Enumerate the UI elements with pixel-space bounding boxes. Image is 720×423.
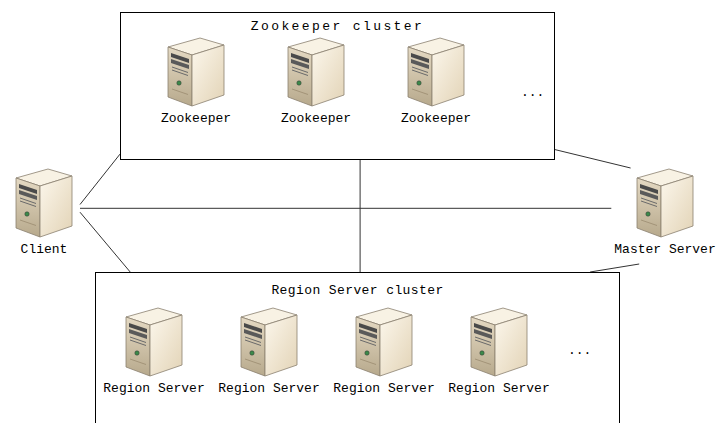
region-server: Region Server xyxy=(443,307,555,403)
server-icon xyxy=(469,307,529,377)
server-label: Region Server xyxy=(213,381,325,397)
server-label: Client xyxy=(8,242,80,258)
network-link xyxy=(590,264,639,272)
network-link xyxy=(80,154,120,204)
ellipsis-label: ... xyxy=(521,85,544,101)
server-label: Zookeeper xyxy=(271,111,361,127)
server-icon xyxy=(166,37,226,107)
ellipsis-label: ... xyxy=(568,343,591,359)
region-server-cluster: Region Server clusterRegion ServerRegion… xyxy=(95,272,620,423)
server-icon xyxy=(124,307,184,377)
server-label: Zookeeper xyxy=(151,111,241,127)
zookeeper-server: Zookeeper xyxy=(271,37,361,133)
server-label: Zookeeper xyxy=(391,111,481,127)
server-label: Region Server xyxy=(98,381,210,397)
zookeeper-cluster: Zookeeper clusterZookeeper Zookeeper Zooke… xyxy=(120,12,555,160)
network-link xyxy=(80,208,611,209)
cluster-heading: Region Server cluster xyxy=(96,283,619,299)
region-server: Region Server xyxy=(98,307,210,403)
network-link xyxy=(360,160,361,272)
zookeeper-server: Zookeeper xyxy=(391,37,481,133)
server-label: Region Server xyxy=(328,381,440,397)
network-link xyxy=(555,150,631,168)
region-server: Region Server xyxy=(213,307,325,403)
server-icon xyxy=(406,37,466,107)
cluster-heading: Zookeeper cluster xyxy=(121,19,554,35)
region-server: Region Server xyxy=(328,307,440,403)
server-icon xyxy=(354,307,414,377)
server-label: Region Server xyxy=(443,381,555,397)
server-icon xyxy=(635,168,695,238)
client-server: Client xyxy=(8,168,80,264)
server-icon xyxy=(14,168,74,238)
zookeeper-server: Zookeeper xyxy=(151,37,241,133)
server-icon xyxy=(286,37,346,107)
network-link xyxy=(80,212,130,272)
master-server: Master Server xyxy=(611,168,718,264)
server-label: Master Server xyxy=(611,242,718,258)
server-icon xyxy=(239,307,299,377)
